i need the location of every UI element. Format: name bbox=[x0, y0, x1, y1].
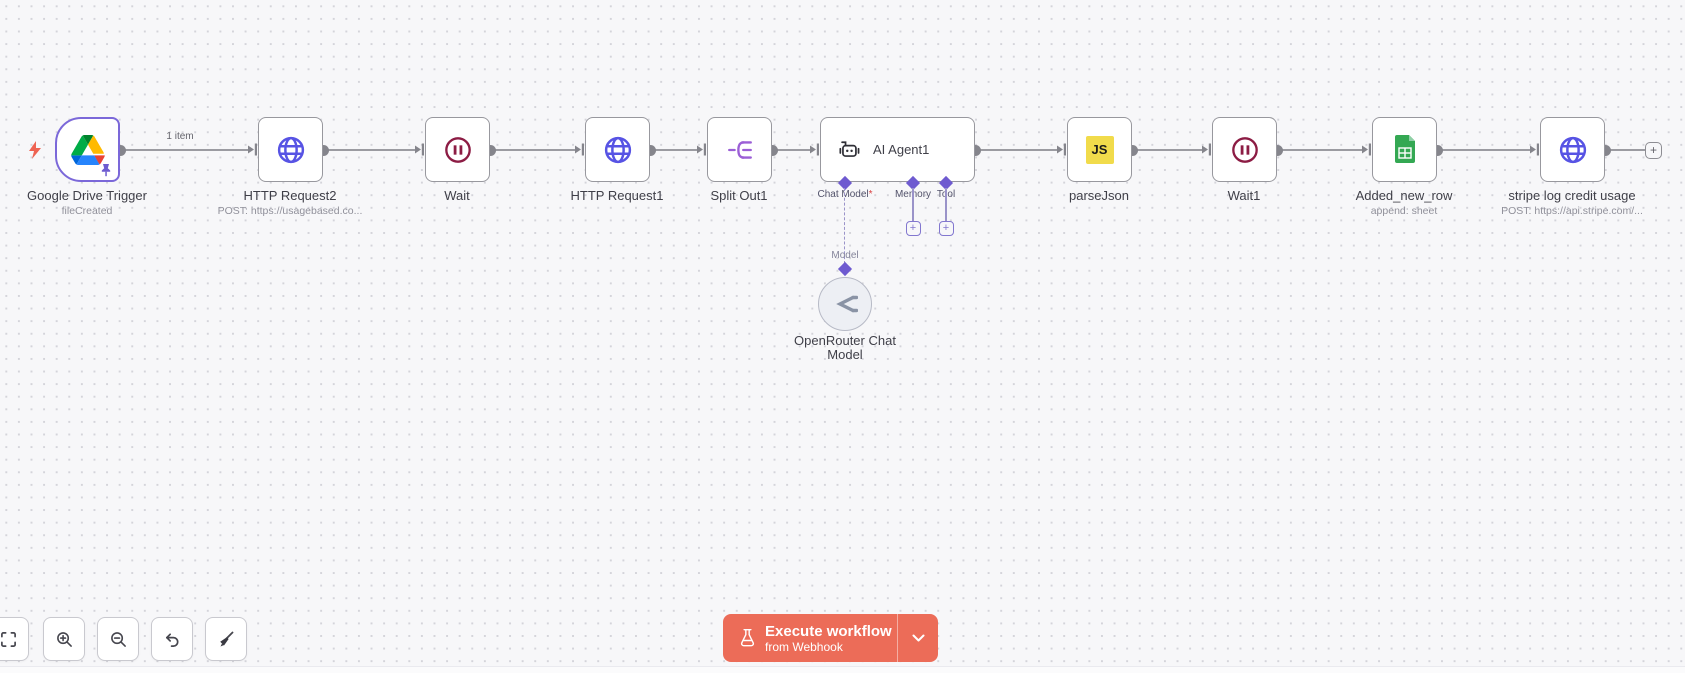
chat-model-connection bbox=[844, 188, 846, 264]
node-subtitle: POST: https://api.stripe.com/... bbox=[1501, 205, 1643, 217]
zoom-out-button[interactable] bbox=[97, 617, 139, 661]
add-node-button[interactable]: + bbox=[1645, 141, 1662, 159]
output-endpoint[interactable] bbox=[644, 144, 656, 156]
input-endpoint-marker bbox=[1530, 143, 1539, 156]
connection-line bbox=[1442, 149, 1530, 151]
pause-icon bbox=[1231, 136, 1258, 163]
connection-line bbox=[655, 149, 697, 151]
globe-icon bbox=[277, 136, 304, 163]
input-endpoint-marker bbox=[1362, 143, 1371, 156]
zoom-to-fit-button[interactable] bbox=[0, 617, 29, 661]
chat-model-label: Chat Model* bbox=[817, 189, 873, 200]
zoom-in-button[interactable] bbox=[43, 617, 85, 661]
node-subtitle: fileCreated bbox=[61, 205, 113, 217]
node-http-request2[interactable] bbox=[258, 117, 323, 182]
openrouter-icon bbox=[836, 295, 858, 313]
input-endpoint-marker bbox=[697, 143, 706, 156]
input-endpoint-marker bbox=[575, 143, 584, 156]
node-wait1[interactable] bbox=[1212, 117, 1277, 182]
undo-button[interactable] bbox=[151, 617, 193, 661]
split-out-icon bbox=[727, 140, 752, 159]
javascript-icon: JS bbox=[1085, 135, 1114, 164]
input-endpoint-marker bbox=[1057, 143, 1066, 156]
memory-connection bbox=[912, 188, 914, 221]
node-label: HTTP Request2 bbox=[243, 188, 337, 203]
node-wait[interactable] bbox=[425, 117, 490, 182]
output-endpoint[interactable] bbox=[1599, 144, 1611, 156]
input-endpoint-marker bbox=[248, 143, 257, 156]
execute-workflow-label: Execute workflow bbox=[765, 622, 892, 640]
execute-workflow-button[interactable]: Execute workflow from Webhook bbox=[723, 614, 897, 662]
node-openrouter-chat-model[interactable] bbox=[818, 277, 872, 331]
required-marker: * bbox=[868, 189, 873, 200]
execute-workflow-button-group: Execute workflow from Webhook bbox=[723, 614, 938, 662]
zoom-out-icon bbox=[110, 631, 126, 647]
tool-connection bbox=[945, 188, 947, 221]
connection-line bbox=[1282, 149, 1362, 151]
output-endpoint[interactable] bbox=[969, 144, 981, 156]
output-endpoint[interactable] bbox=[1431, 144, 1443, 156]
globe-icon bbox=[1559, 136, 1586, 163]
input-endpoint-marker bbox=[810, 143, 819, 156]
node-google-drive-trigger[interactable] bbox=[55, 117, 120, 182]
trigger-bolt-icon[interactable] bbox=[27, 141, 44, 159]
canvas-bottom-edge bbox=[0, 666, 1685, 673]
output-endpoint[interactable] bbox=[1126, 144, 1138, 156]
node-label: HTTP Request1 bbox=[570, 188, 664, 203]
node-label: Google Drive Trigger bbox=[27, 188, 147, 203]
button-divider bbox=[897, 614, 898, 662]
node-subtitle: POST: https://usagebased.co... bbox=[217, 205, 363, 217]
undo-icon bbox=[165, 632, 179, 647]
tidy-up-button[interactable] bbox=[205, 617, 247, 661]
node-label: AI Agent1 bbox=[873, 142, 930, 157]
node-http-request1[interactable] bbox=[585, 117, 650, 182]
zoom-in-icon bbox=[56, 631, 72, 647]
execute-workflow-sublabel: from Webhook bbox=[765, 639, 843, 654]
node-parsejson[interactable]: JS bbox=[1067, 117, 1132, 182]
execute-options-button[interactable] bbox=[898, 614, 938, 662]
google-sheets-icon bbox=[1394, 134, 1415, 163]
pause-icon bbox=[444, 136, 471, 163]
connection-line bbox=[125, 149, 248, 151]
node-label: OpenRouter Chat Model bbox=[794, 333, 896, 362]
output-endpoint[interactable] bbox=[766, 144, 778, 156]
node-label: parseJson bbox=[1069, 188, 1129, 203]
node-stripe-log-credit-usage[interactable] bbox=[1540, 117, 1605, 182]
broom-icon bbox=[220, 631, 234, 647]
connection-line bbox=[980, 149, 1057, 151]
connection-line bbox=[1137, 149, 1202, 151]
fit-view-icon bbox=[0, 631, 16, 647]
input-endpoint-marker bbox=[415, 143, 424, 156]
globe-icon bbox=[604, 136, 631, 163]
add-memory-button[interactable]: + bbox=[905, 221, 921, 236]
connection-line bbox=[495, 149, 575, 151]
connection-line bbox=[777, 149, 810, 151]
connection-items-label: 1 item bbox=[166, 131, 194, 142]
node-label: Wait bbox=[444, 188, 470, 203]
chevron-down-icon bbox=[912, 634, 924, 641]
model-connector[interactable] bbox=[837, 261, 853, 277]
node-subtitle: append: sheet bbox=[1370, 205, 1438, 217]
add-tool-button[interactable]: + bbox=[938, 221, 954, 236]
robot-icon bbox=[839, 140, 860, 157]
output-endpoint[interactable] bbox=[1271, 144, 1283, 156]
google-drive-icon bbox=[70, 134, 105, 165]
node-label: Wait1 bbox=[1227, 188, 1261, 203]
node-ai-agent1[interactable]: AI Agent1 bbox=[820, 117, 975, 182]
node-added-new-row[interactable] bbox=[1372, 117, 1437, 182]
output-endpoint[interactable] bbox=[317, 144, 329, 156]
connection-line bbox=[328, 149, 415, 151]
output-endpoint[interactable] bbox=[484, 144, 496, 156]
input-endpoint-marker bbox=[1202, 143, 1211, 156]
output-endpoint[interactable] bbox=[114, 144, 126, 156]
pin-icon bbox=[101, 164, 111, 177]
model-endpoint-label: Model bbox=[831, 250, 859, 261]
connection-line bbox=[1610, 149, 1645, 151]
node-label: stripe log credit usage bbox=[1508, 188, 1636, 203]
node-label: Split Out1 bbox=[710, 188, 768, 203]
node-split-out1[interactable] bbox=[707, 117, 772, 182]
node-label: Added_new_row bbox=[1355, 188, 1453, 203]
flask-icon bbox=[740, 628, 755, 647]
